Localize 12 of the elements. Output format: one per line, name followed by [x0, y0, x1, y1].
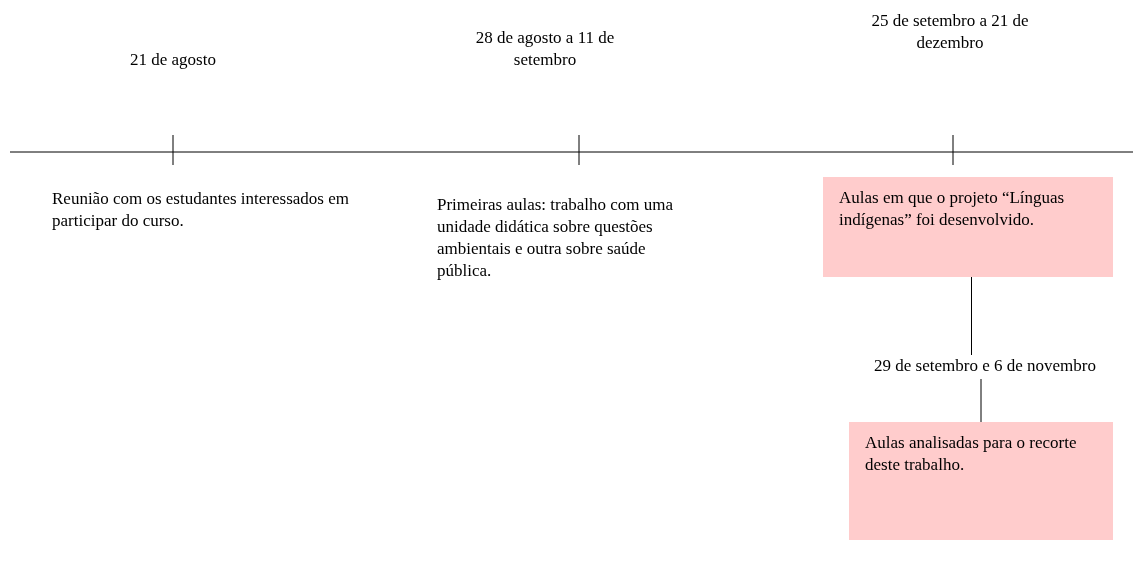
description-text: Primeiras aulas: trabalho com uma unidade didática sobre questões ambientais e outra sobre saúde pública. [437, 194, 675, 282]
connector-line [980, 378, 982, 423]
date-label: 29 de setembro e 6 de novembro [873, 355, 1097, 377]
description-text: Reunião com os estudantes interessados em participar do curso. [52, 188, 350, 232]
date-label: 25 de setembro a 21 de dezembro [870, 10, 1030, 54]
date-label: 28 de agosto a 11 de setembro [474, 27, 616, 71]
date-label: 21 de agosto [129, 49, 217, 71]
connector-line [971, 276, 972, 356]
highlight-box [849, 422, 1113, 540]
description-text: Aulas analisadas para o recorte deste trabalho. [865, 432, 1078, 476]
highlight-box [823, 177, 1113, 277]
description-text: Aulas em que o projeto “Línguas indígenas” foi desenvolvido. [839, 187, 1066, 231]
